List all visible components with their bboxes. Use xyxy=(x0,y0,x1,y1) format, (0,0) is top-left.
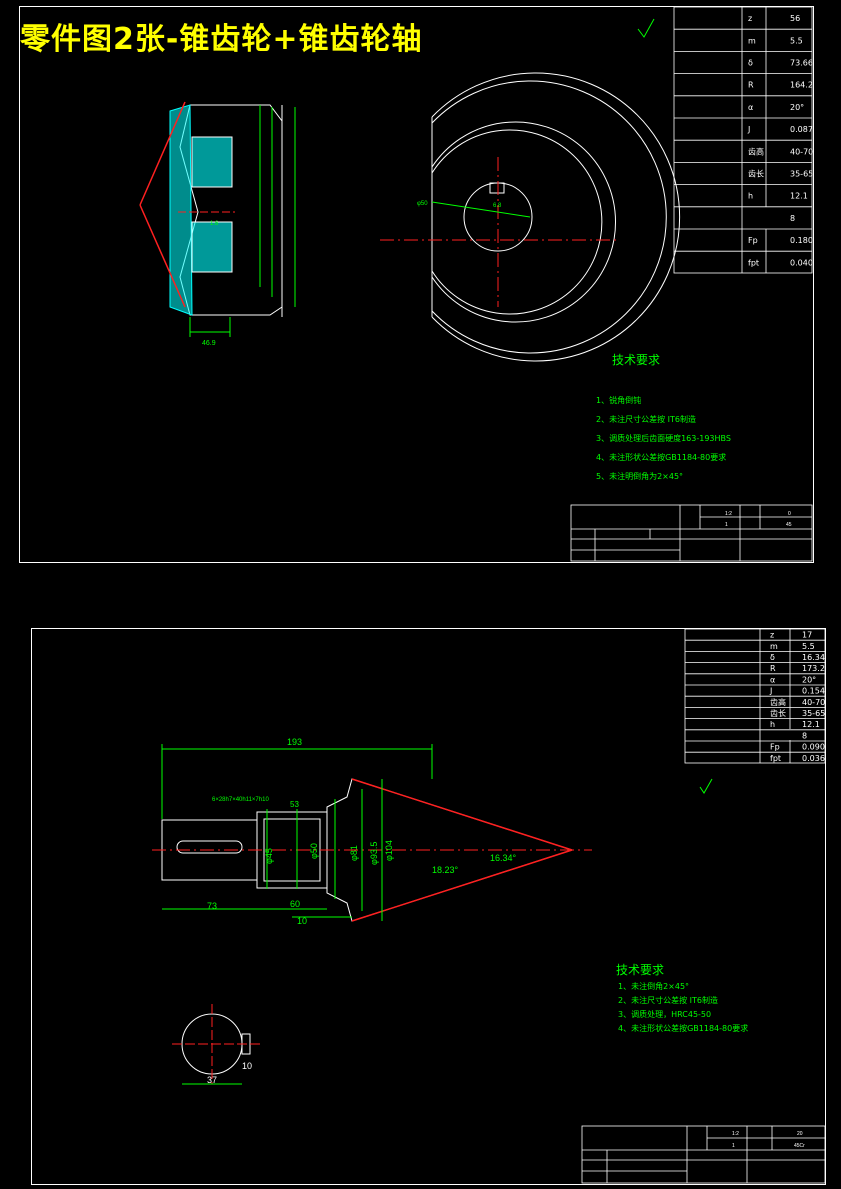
shaft-param-sym: h xyxy=(770,720,775,729)
shaft-param-value: 16.34° xyxy=(802,653,825,662)
tol-dim: 1.6 xyxy=(210,221,219,227)
gear-param-sym: 齿高 xyxy=(748,146,764,156)
length-10-dim: 10 xyxy=(297,916,307,926)
tech-req-item: 4、未注形状公差按GB1184-80要求 xyxy=(618,1024,749,1033)
gear-param-sym: 齿长 xyxy=(748,169,764,179)
shaft-param-sym: 齿长 xyxy=(770,708,786,718)
shaft-param-value: 12.1 xyxy=(802,720,820,729)
shaft-param-value: 35-65 xyxy=(802,709,825,718)
shaft-param-sym: δ xyxy=(770,653,775,662)
shaft-param-value: 17 xyxy=(802,631,812,640)
shaft-param-value: 0.036 xyxy=(802,754,825,763)
gear-drawing-svg: z 56 m 5.5 δ 73.66° R 164.21 α 20° J 0.087 齿高 40-70 齿长… xyxy=(139,7,813,562)
gear-param-sym: m xyxy=(748,36,756,45)
section-key-dim: 10 xyxy=(242,1061,252,1071)
gear-param-sym: α xyxy=(748,103,753,112)
gear-param-value: 40-70 xyxy=(790,147,813,156)
gear-param-sym: z xyxy=(748,14,752,23)
shaft-drawing-svg: z 17 m 5.5 δ 16.34° R 173.21 α 20° J 0.154 齿高 40-70 齿长… xyxy=(152,629,825,1184)
phi45-dim: φ45 xyxy=(264,848,274,864)
gear-param-sym: R xyxy=(748,81,754,90)
shaft-main-view xyxy=(152,744,592,922)
gear-param-value: 12.1 xyxy=(790,192,808,201)
phi93-dim: φ93.5 xyxy=(369,842,379,865)
shaft-param-sym: fpt xyxy=(770,754,781,763)
phi104-dim: φ104 xyxy=(384,840,394,861)
section-width-dim: 37 xyxy=(207,1075,217,1085)
gear-param-sym: Fp xyxy=(748,236,758,245)
shaft-param-value: 20° xyxy=(802,675,816,684)
face-width-dim: 46.9 xyxy=(202,340,216,347)
tb2-sheet: 20 xyxy=(797,1131,803,1137)
gear-param-value: 20° xyxy=(790,103,804,112)
tech-req-item: 2、未注尺寸公差按 IT6制造 xyxy=(596,415,696,424)
gear-param-value: 0.180 xyxy=(790,236,813,245)
title-block-1 xyxy=(570,504,813,562)
gear-param-sym: J xyxy=(747,125,750,134)
gear-param-sym: δ xyxy=(748,59,753,68)
tech-req-title-2: 技术要求 xyxy=(616,963,665,977)
spline-note: 6×28h7×40h11×7h10 xyxy=(212,797,269,803)
key-depth-dim: 6.8 xyxy=(493,203,502,209)
gear-param-value: 56 xyxy=(790,14,800,23)
tb1-material: 45 xyxy=(786,522,792,528)
gear-param-value: 73.66° xyxy=(790,59,813,68)
length-60-dim: 60 xyxy=(290,899,300,909)
gear-param-sym: fpt xyxy=(748,258,759,267)
phi50-dim: φ50 xyxy=(309,843,319,859)
length-53-dim: 53 xyxy=(290,800,299,809)
shaft-section-view xyxy=(172,1004,262,1085)
gear-end-view xyxy=(380,72,681,362)
shaft-param-sym: 齿高 xyxy=(770,697,786,707)
shaft-param-value: 173.21 xyxy=(802,664,825,673)
tech-req-item: 2、未注尺寸公差按 IT6制造 xyxy=(618,996,718,1005)
tech-req-item: 3、调质处理后齿面硬度163-193HBS xyxy=(596,434,731,443)
tech-req-item: 5、未注明倒角为2×45° xyxy=(596,472,684,481)
shaft-param-value: 0.090 xyxy=(802,743,825,752)
tb1-scale: 1:2 xyxy=(725,511,732,517)
gear-param-sym: h xyxy=(748,192,753,201)
tech-req-item: 1、未注倒角2×45° xyxy=(618,982,690,991)
tb2-qty: 1 xyxy=(732,1143,735,1149)
gear-param-value: 8 xyxy=(790,214,795,223)
banner-title: 零件图2张-锥齿轮+锥齿轮轴 xyxy=(20,22,423,57)
title-block-2 xyxy=(581,1125,825,1184)
length-73-dim: 73 xyxy=(207,901,217,911)
drawing-sheet-shaft: z 17 m 5.5 δ 16.34° R 173.21 α 20° J 0.154 齿高 40-70 齿长… xyxy=(31,628,826,1185)
shaft-param-sym: z xyxy=(770,631,774,640)
shaft-param-sym: J xyxy=(769,687,772,696)
gear-section-view xyxy=(139,101,296,337)
angle-2-dim: 16.34° xyxy=(490,853,517,863)
phi81-dim: φ81 xyxy=(349,845,359,861)
gear-param-value: 5.5 xyxy=(790,36,803,45)
tb1-qty: 1 xyxy=(725,522,728,528)
shaft-param-value: 8 xyxy=(802,731,807,740)
shaft-param-sym: m xyxy=(770,642,778,651)
shaft-param-value: 40-70 xyxy=(802,698,825,707)
shaft-param-sym: R xyxy=(770,664,776,673)
tb2-scale: 1:2 xyxy=(732,1131,739,1137)
drawing-sheet-gear: z 56 m 5.5 δ 73.66° R 164.21 α 20° J 0.087 齿高 40-70 齿长… xyxy=(19,6,814,563)
shaft-param-sym: Fp xyxy=(770,743,780,752)
gear-param-value: 35-65 xyxy=(790,170,813,179)
tech-req-item: 3、调质处理，HRC45-50 xyxy=(618,1010,712,1019)
tb2-material: 45Cr xyxy=(794,1143,805,1149)
tech-req-title-1: 技术要求 xyxy=(612,353,661,367)
shaft-param-value: 0.154 xyxy=(802,687,825,696)
shaft-param-value: 5.5 xyxy=(802,642,815,651)
tech-req-item: 1、锐角倒钝 xyxy=(596,396,642,405)
hole-dia-dim: φ50 xyxy=(417,201,428,207)
gear-param-value: 164.21 xyxy=(790,81,813,90)
tech-req-item: 4、未注形状公差按GB1184-80要求 xyxy=(596,453,727,462)
angle-1-dim: 18.23° xyxy=(432,865,459,875)
gear-param-value: 0.087 xyxy=(790,125,813,134)
gear-param-value: 0.040 xyxy=(790,258,813,267)
tb1-sheet: 0 xyxy=(788,511,791,517)
total-length-dim: 193 xyxy=(287,737,302,747)
shaft-param-sym: α xyxy=(770,675,775,684)
